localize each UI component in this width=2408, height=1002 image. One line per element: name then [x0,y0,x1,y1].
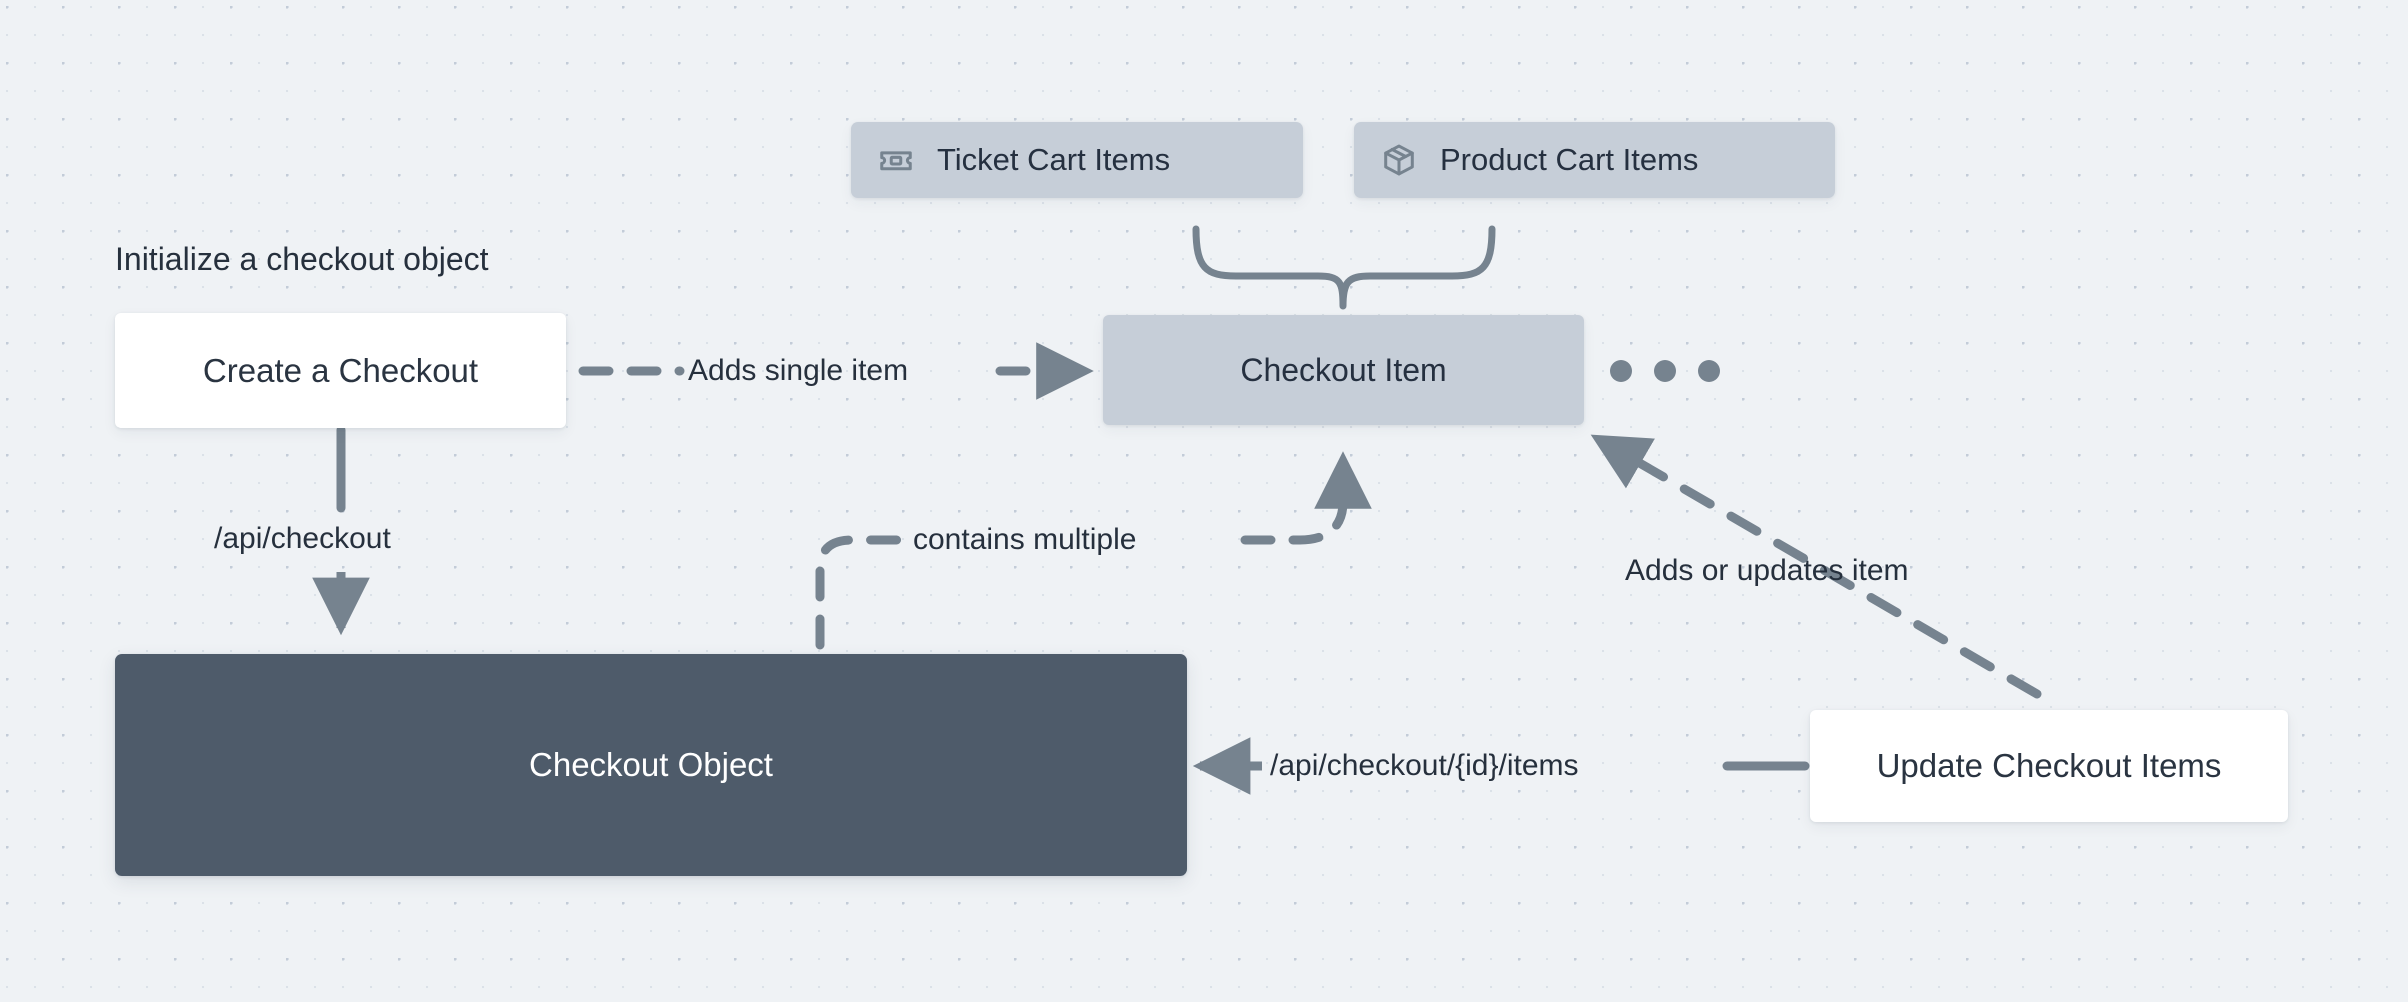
node-label: Checkout Object [529,746,773,784]
node-checkout-item[interactable]: Checkout Item [1103,315,1584,425]
node-checkout-object[interactable]: Checkout Object [115,654,1187,876]
chip-product-cart-items[interactable]: Product Cart Items [1354,122,1835,198]
edge-label-api-checkout-id-items: /api/checkout/{id}/items [1270,749,1579,782]
ellipsis-dot [1698,360,1720,382]
node-label: Create a Checkout [202,351,479,389]
package-icon [1380,141,1418,179]
chip-label: Product Cart Items [1440,142,1699,177]
node-label: Checkout Item [1240,352,1447,388]
ticket-icon [877,141,915,179]
edge-label-api-checkout: /api/checkout [214,522,391,555]
brace-connector [1192,225,1496,310]
edge-contains-multiple-left [815,535,910,650]
ellipsis-dot [1654,360,1676,382]
edge-label-contains-multiple: contains multiple [913,523,1137,556]
annotation-initialize-checkout: Initialize a checkout object [115,241,489,277]
edge-label-adds-single-item: Adds single item [688,354,909,387]
edge-contains-multiple-right [1240,451,1372,545]
chip-label: Ticket Cart Items [937,142,1171,177]
edge-label-adds-or-updates-item: Adds or updates item [1625,554,1909,587]
node-update-checkout-items[interactable]: Update Checkout Items [1810,710,2288,822]
node-label: Update Checkout Items [1876,747,2222,785]
ellipsis-dot [1610,360,1632,382]
chip-ticket-cart-items[interactable]: Ticket Cart Items [851,122,1303,198]
node-create-a-checkout[interactable]: Create a Checkout [115,313,566,428]
ellipsis-indicator [1610,360,1720,382]
